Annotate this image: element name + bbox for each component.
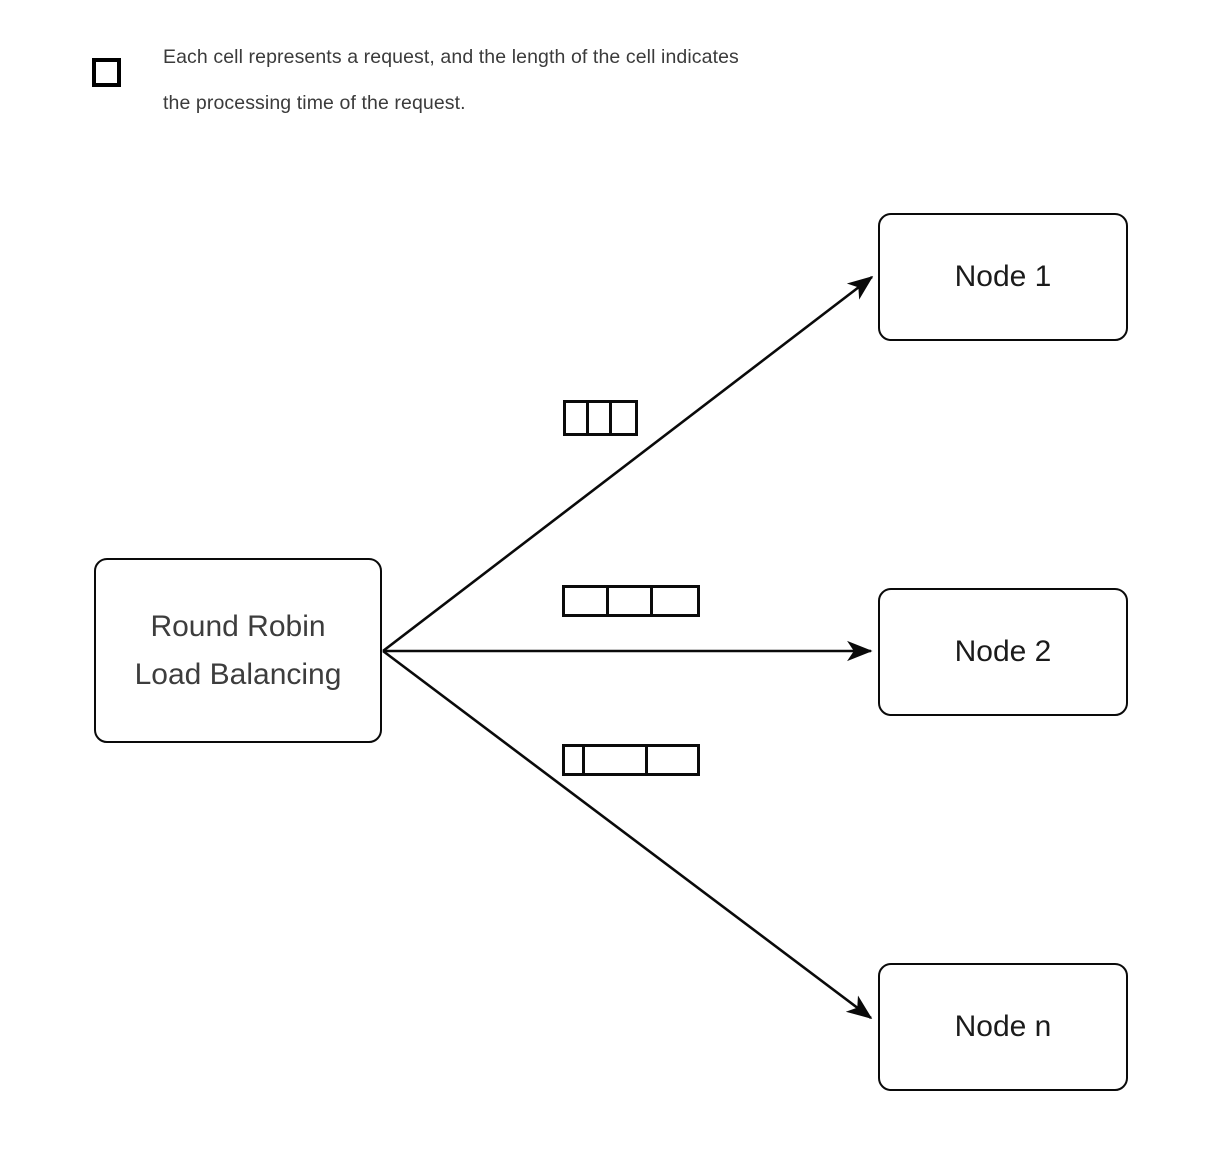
request-cell — [565, 747, 585, 773]
request-cell — [648, 747, 697, 773]
request-cell — [589, 403, 612, 433]
node-n-box[interactable]: Node n — [878, 963, 1128, 1091]
legend: Each cell represents a request, and the … — [92, 34, 942, 124]
request-cells-node-2 — [562, 585, 700, 617]
request-cells-node-n — [562, 744, 700, 776]
square-outline-icon — [92, 58, 121, 87]
node-2-box[interactable]: Node 2 — [878, 588, 1128, 716]
node-n-label: Node n — [954, 1010, 1052, 1043]
request-cell — [609, 588, 653, 614]
source-node-label: Round Robin Load Balancing — [134, 609, 342, 691]
legend-caption: Each cell represents a request, and the … — [163, 46, 739, 114]
request-cell — [585, 747, 648, 773]
request-cell — [612, 403, 635, 433]
arrow-to-node-n — [382, 649, 873, 1020]
request-cell — [565, 588, 609, 614]
node-2-label: Node 2 — [954, 635, 1052, 668]
source-node-round-robin-load-balancing[interactable]: Round Robin Load Balancing — [94, 558, 382, 743]
request-cells-node-1 — [563, 400, 638, 436]
node-1-label: Node 1 — [954, 260, 1052, 293]
request-cell — [653, 588, 697, 614]
node-1-box[interactable]: Node 1 — [878, 213, 1128, 341]
request-cell — [566, 403, 589, 433]
